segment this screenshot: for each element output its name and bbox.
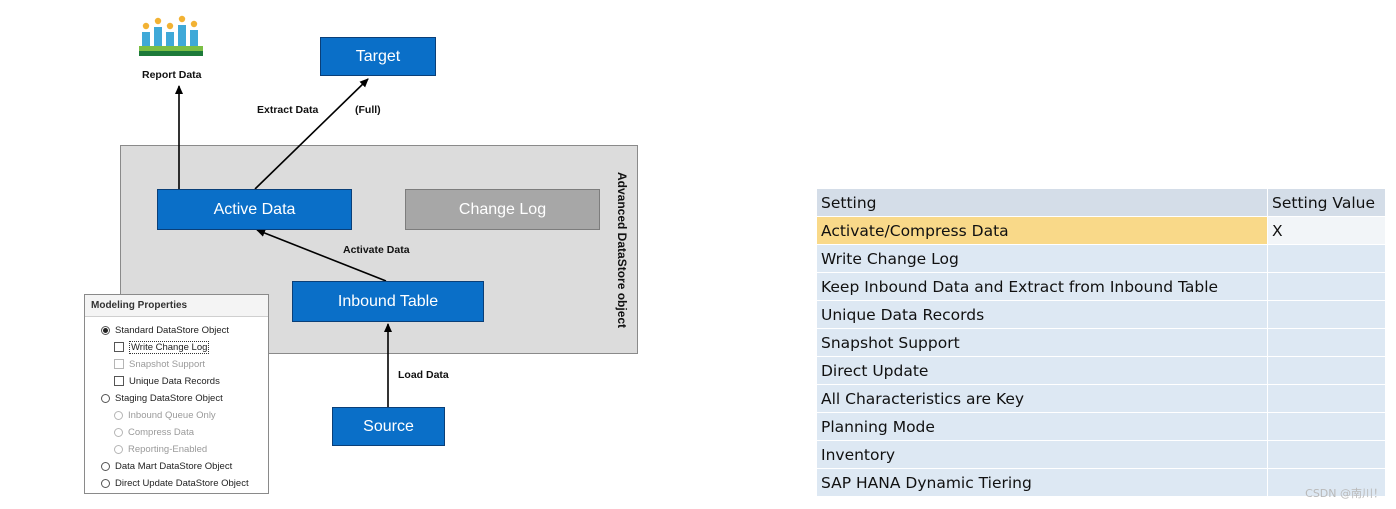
radio-icon[interactable] — [101, 325, 110, 335]
value-cell[interactable] — [1267, 328, 1386, 357]
option-standard-dso[interactable]: Standard DataStore Object — [101, 322, 229, 338]
table-row[interactable]: All Characteristics are Key — [816, 384, 1386, 413]
checkbox-icon[interactable] — [114, 376, 124, 386]
checkbox-icon — [114, 359, 124, 369]
radio-icon[interactable] — [101, 478, 110, 488]
setting-cell[interactable]: Keep Inbound Data and Extract from Inbou… — [816, 272, 1268, 301]
source-box: Source — [332, 407, 445, 446]
table-row[interactable]: Activate/Compress Data X — [816, 216, 1386, 245]
option-unique-data-records[interactable]: Unique Data Records — [114, 373, 220, 389]
active-data-box: Active Data — [157, 189, 352, 230]
radio-icon — [114, 444, 123, 454]
target-box: Target — [320, 37, 436, 76]
table-row[interactable]: Write Change Log — [816, 244, 1386, 273]
value-cell[interactable] — [1267, 412, 1386, 441]
table-row[interactable]: Direct Update — [816, 356, 1386, 385]
load-data-label: Load Data — [398, 369, 449, 381]
option-label: Standard DataStore Object — [115, 324, 230, 336]
modeling-properties-panel: Modeling Properties Standard DataStore O… — [84, 294, 269, 494]
setting-cell[interactable]: SAP HANA Dynamic Tiering — [816, 468, 1268, 497]
option-label: Reporting-Enabled — [128, 443, 208, 455]
setting-cell[interactable]: Direct Update — [816, 356, 1268, 385]
value-cell[interactable] — [1267, 356, 1386, 385]
option-label: Data Mart DataStore Object — [115, 460, 233, 472]
arrow-inbound-to-active — [256, 229, 387, 282]
option-label: Staging DataStore Object — [115, 392, 223, 404]
option-staging-dso[interactable]: Staging DataStore Object — [101, 390, 223, 406]
radio-icon[interactable] — [101, 461, 110, 471]
diagram-arrows — [175, 78, 392, 407]
extract-data-label: Extract Data — [257, 104, 319, 116]
checkbox-icon[interactable] — [114, 342, 124, 352]
header-setting: Setting — [816, 188, 1268, 217]
setting-cell[interactable]: Snapshot Support — [816, 328, 1268, 357]
setting-cell[interactable]: Write Change Log — [816, 244, 1268, 273]
option-inbound-queue-only: Inbound Queue Only — [114, 407, 216, 423]
table-row[interactable]: Inventory — [816, 440, 1386, 469]
value-cell[interactable] — [1267, 300, 1386, 329]
header-setting-value: Setting Value — [1267, 188, 1386, 217]
setting-cell[interactable]: Planning Mode — [816, 412, 1268, 441]
radio-icon — [114, 427, 123, 437]
option-compress-data: Compress Data — [114, 424, 194, 440]
value-cell[interactable] — [1267, 384, 1386, 413]
option-label: Direct Update DataStore Object — [115, 477, 249, 489]
table-row[interactable]: Planning Mode — [816, 412, 1386, 441]
activate-data-label: Activate Data — [343, 244, 410, 256]
table-row[interactable]: SAP HANA Dynamic Tiering — [816, 468, 1386, 497]
adso-label: Advanced DataStore object — [615, 171, 629, 329]
option-data-mart-dso[interactable]: Data Mart DataStore Object — [101, 458, 232, 474]
setting-cell[interactable]: Inventory — [816, 440, 1268, 469]
value-cell[interactable]: X — [1267, 216, 1386, 245]
change-log-box: Change Log — [405, 189, 600, 230]
option-snapshot-support: Snapshot Support — [114, 356, 205, 372]
full-label: (Full) — [355, 104, 381, 116]
inbound-table-box: Inbound Table — [292, 281, 484, 322]
option-write-change-log[interactable]: Write Change Log — [114, 339, 210, 355]
radio-icon[interactable] — [101, 393, 110, 403]
setting-cell[interactable]: All Characteristics are Key — [816, 384, 1268, 413]
table-header-row: Setting Setting Value — [816, 188, 1386, 217]
value-cell[interactable] — [1267, 440, 1386, 469]
modeling-properties-title: Modeling Properties — [85, 295, 268, 317]
report-data-label: Report Data — [142, 69, 202, 81]
arrow-active-to-target — [254, 78, 369, 190]
value-cell[interactable] — [1267, 272, 1386, 301]
watermark: CSDN @南川！ — [1305, 487, 1384, 500]
option-direct-update-dso[interactable]: Direct Update DataStore Object — [101, 475, 249, 491]
option-label: Write Change Log — [129, 340, 210, 354]
table-row[interactable]: Unique Data Records — [816, 300, 1386, 329]
value-cell[interactable] — [1267, 244, 1386, 273]
option-label: Snapshot Support — [129, 358, 206, 370]
table-row[interactable]: Snapshot Support — [816, 328, 1386, 357]
option-label: Inbound Queue Only — [128, 409, 216, 421]
people-chart-icon — [139, 15, 203, 56]
settings-table: Setting Setting Value Activate/Compress … — [816, 188, 1386, 497]
setting-cell[interactable]: Unique Data Records — [816, 300, 1268, 329]
radio-icon — [114, 410, 123, 420]
table-row[interactable]: Keep Inbound Data and Extract from Inbou… — [816, 272, 1386, 301]
setting-cell[interactable]: Activate/Compress Data — [816, 216, 1268, 245]
value-cell[interactable] — [1267, 468, 1386, 497]
option-reporting-enabled: Reporting-Enabled — [114, 441, 207, 457]
option-label: Unique Data Records — [129, 375, 220, 387]
option-label: Compress Data — [128, 426, 194, 438]
